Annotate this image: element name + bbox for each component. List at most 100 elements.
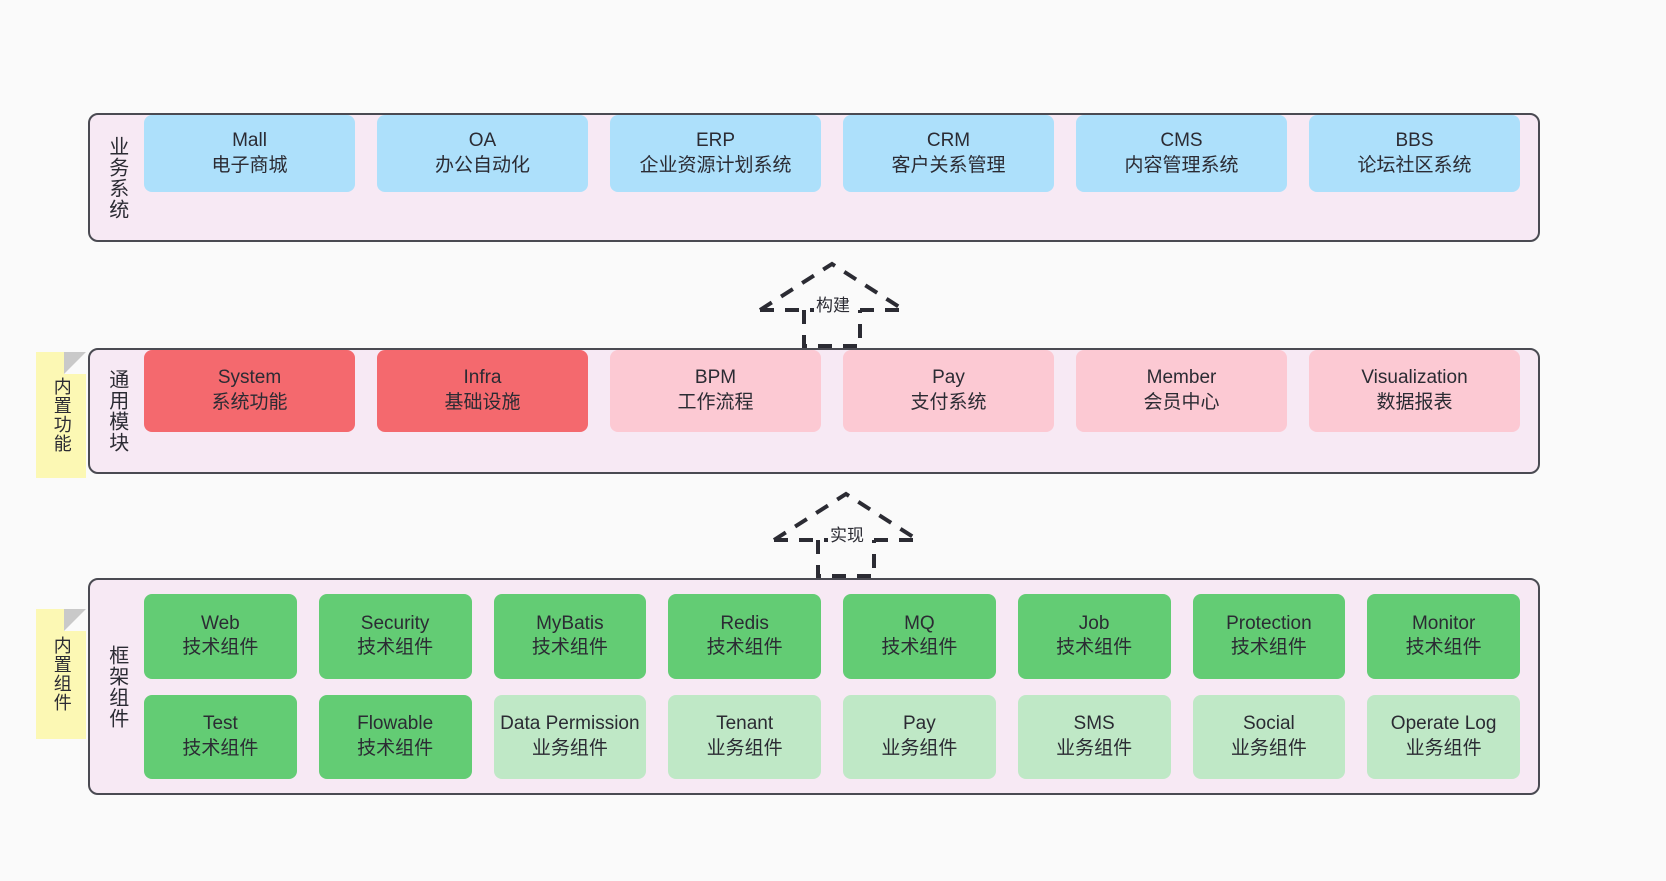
note-builtin-functions: 内置功能 bbox=[36, 352, 86, 478]
card-mall-sub: 电子商城 bbox=[211, 154, 288, 176]
layer-common-title: 通用模块 bbox=[105, 369, 128, 453]
card-test[interactable]: Test 技术组件 bbox=[144, 694, 297, 779]
card-member[interactable]: Member 会员中心 bbox=[1076, 350, 1287, 432]
card-erp-sub: 企业资源计划系统 bbox=[639, 154, 792, 176]
card-mq-sub: 技术组件 bbox=[881, 637, 958, 659]
card-monitor[interactable]: Monitor 技术组件 bbox=[1367, 594, 1520, 679]
card-social-name: Social bbox=[1243, 713, 1295, 735]
card-security[interactable]: Security 技术组件 bbox=[318, 594, 472, 679]
layer-business-systems: 业务系统 Mall 电子商城 OA 办公自动化 ERP 企业资源计划系统 CRM… bbox=[88, 113, 1540, 242]
card-oa-name: OA bbox=[468, 129, 497, 151]
card-pay-component-name: Pay bbox=[903, 713, 936, 735]
card-mybatis[interactable]: MyBatis 技术组件 bbox=[493, 594, 647, 679]
card-tenant-sub: 业务组件 bbox=[706, 737, 783, 759]
card-crm[interactable]: CRM 客户关系管理 bbox=[843, 115, 1054, 192]
card-pay-component[interactable]: Pay 业务组件 bbox=[843, 694, 996, 779]
card-operate-log-name: Operate Log bbox=[1390, 713, 1497, 735]
card-system-name: System bbox=[217, 367, 282, 389]
card-cms-name: CMS bbox=[1160, 129, 1203, 151]
layer-common-body: System 系统功能 Infra 基础设施 BPM 工作流程 Pay 支付系统… bbox=[142, 350, 1538, 472]
card-operate-log-sub: 业务组件 bbox=[1405, 737, 1482, 759]
card-member-name: Member bbox=[1146, 367, 1217, 389]
card-flowable-name: Flowable bbox=[357, 713, 434, 735]
card-flowable[interactable]: Flowable 技术组件 bbox=[318, 694, 472, 779]
card-protection-sub: 技术组件 bbox=[1230, 637, 1307, 659]
card-crm-name: CRM bbox=[926, 129, 971, 151]
card-web-sub: 技术组件 bbox=[182, 637, 259, 659]
card-redis-name: Redis bbox=[720, 612, 769, 634]
card-mybatis-name: MyBatis bbox=[536, 612, 604, 634]
card-data-permission-name: Data Permission bbox=[500, 713, 640, 735]
card-system-sub: 系统功能 bbox=[211, 392, 288, 413]
common-card-row: System 系统功能 Infra 基础设施 BPM 工作流程 Pay 支付系统… bbox=[144, 350, 1520, 472]
layer-framework-body: Web 技术组件 Security 技术组件 MyBatis 技术组件 Redi… bbox=[142, 580, 1538, 793]
card-web[interactable]: Web 技术组件 bbox=[144, 594, 297, 679]
card-cms-sub: 内容管理系统 bbox=[1124, 154, 1239, 176]
card-erp-name: ERP bbox=[695, 129, 736, 151]
card-protection[interactable]: Protection 技术组件 bbox=[1192, 594, 1346, 679]
connector-build-label: 构建 bbox=[814, 291, 852, 316]
layer-business-body: Mall 电子商城 OA 办公自动化 ERP 企业资源计划系统 CRM 客户关系… bbox=[142, 115, 1538, 240]
card-erp[interactable]: ERP 企业资源计划系统 bbox=[610, 115, 821, 192]
card-tenant[interactable]: Tenant 业务组件 bbox=[668, 694, 821, 779]
card-bpm[interactable]: BPM 工作流程 bbox=[610, 350, 821, 432]
card-sms[interactable]: SMS 业务组件 bbox=[1017, 694, 1171, 779]
card-security-name: Security bbox=[360, 612, 430, 634]
connector-build: 构建 bbox=[752, 258, 912, 348]
card-pay-module-sub: 支付系统 bbox=[910, 392, 987, 413]
card-tenant-name: Tenant bbox=[716, 713, 774, 735]
card-oa-sub: 办公自动化 bbox=[434, 154, 530, 176]
note-builtin-functions-label: 内置功能 bbox=[51, 377, 72, 453]
card-visualization-name: Visualization bbox=[1361, 367, 1468, 389]
business-card-row: Mall 电子商城 OA 办公自动化 ERP 企业资源计划系统 CRM 客户关系… bbox=[144, 115, 1520, 240]
card-job-name: Job bbox=[1078, 612, 1110, 634]
card-bbs[interactable]: BBS 论坛社区系统 bbox=[1309, 115, 1520, 192]
card-bbs-sub: 论坛社区系统 bbox=[1357, 154, 1472, 176]
card-infra-sub: 基础设施 bbox=[444, 392, 521, 413]
card-redis[interactable]: Redis 技术组件 bbox=[668, 594, 821, 679]
card-mall[interactable]: Mall 电子商城 bbox=[144, 115, 355, 192]
card-web-name: Web bbox=[201, 612, 240, 634]
card-monitor-name: Monitor bbox=[1411, 612, 1476, 634]
layer-framework-title: 框架组件 bbox=[105, 644, 128, 729]
connector-implement: 实现 bbox=[766, 488, 926, 578]
card-cms[interactable]: CMS 内容管理系统 bbox=[1076, 115, 1287, 192]
card-test-name: Test bbox=[202, 713, 238, 735]
note-builtin-components: 内置组件 bbox=[36, 609, 86, 739]
card-data-permission-sub: 业务组件 bbox=[531, 737, 608, 759]
card-job-sub: 技术组件 bbox=[1056, 637, 1133, 659]
framework-tech-row: Web 技术组件 Security 技术组件 MyBatis 技术组件 Redi… bbox=[144, 594, 1520, 679]
card-bpm-name: BPM bbox=[694, 367, 737, 389]
layer-common-modules: 通用模块 System 系统功能 Infra 基础设施 BPM 工作流程 Pay… bbox=[88, 348, 1540, 474]
layer-business-title: 业务系统 bbox=[105, 135, 128, 220]
card-social[interactable]: Social 业务组件 bbox=[1192, 694, 1346, 779]
card-infra-name: Infra bbox=[463, 367, 502, 389]
generalization-arrow-icon bbox=[772, 491, 920, 578]
card-system[interactable]: System 系统功能 bbox=[144, 350, 355, 432]
card-data-permission[interactable]: Data Permission 业务组件 bbox=[493, 694, 647, 779]
connector-implement-label: 实现 bbox=[828, 521, 866, 546]
card-member-sub: 会员中心 bbox=[1143, 392, 1220, 413]
card-mall-name: Mall bbox=[232, 129, 267, 151]
card-crm-sub: 客户关系管理 bbox=[891, 154, 1006, 176]
framework-business-row: Test 技术组件 Flowable 技术组件 Data Permission … bbox=[144, 694, 1520, 779]
card-visualization-sub: 数据报表 bbox=[1376, 392, 1453, 413]
card-pay-module[interactable]: Pay 支付系统 bbox=[843, 350, 1054, 432]
card-job[interactable]: Job 技术组件 bbox=[1017, 594, 1171, 679]
card-flowable-sub: 技术组件 bbox=[357, 737, 434, 759]
card-oa[interactable]: OA 办公自动化 bbox=[377, 115, 588, 192]
card-redis-sub: 技术组件 bbox=[706, 637, 783, 659]
card-pay-component-sub: 业务组件 bbox=[881, 737, 958, 759]
card-mybatis-sub: 技术组件 bbox=[531, 637, 608, 659]
note-builtin-components-label: 内置组件 bbox=[51, 636, 72, 712]
card-bpm-sub: 工作流程 bbox=[677, 392, 754, 413]
card-pay-module-name: Pay bbox=[932, 367, 965, 389]
card-protection-name: Protection bbox=[1226, 612, 1312, 634]
card-visualization[interactable]: Visualization 数据报表 bbox=[1309, 350, 1520, 432]
card-social-sub: 业务组件 bbox=[1230, 737, 1307, 759]
card-mq[interactable]: MQ 技术组件 bbox=[843, 594, 996, 679]
card-sms-sub: 业务组件 bbox=[1056, 737, 1133, 759]
card-bbs-name: BBS bbox=[1395, 129, 1434, 151]
card-infra[interactable]: Infra 基础设施 bbox=[377, 350, 588, 432]
card-operate-log[interactable]: Operate Log 业务组件 bbox=[1367, 694, 1520, 779]
